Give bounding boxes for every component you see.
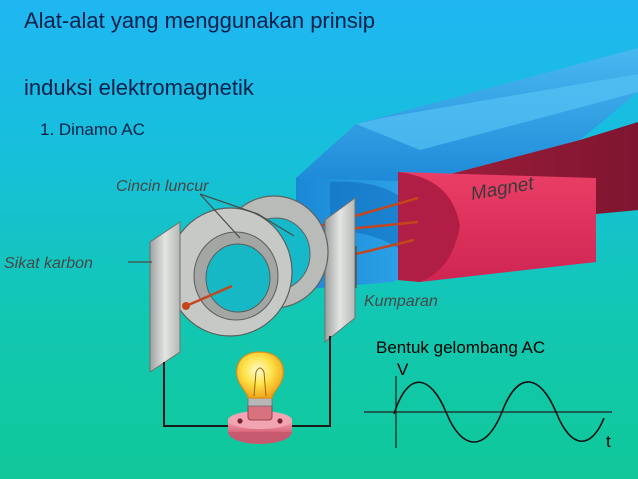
- waveform-title: Bentuk gelombang AC: [376, 338, 546, 357]
- lamp: [228, 351, 292, 444]
- slide-title-line-2: induksi elektromagnetik: [24, 75, 254, 100]
- ac-waveform-graph: [364, 376, 612, 448]
- slide-title-line-1: Alat-alat yang menggunakan prinsip: [24, 8, 376, 33]
- coil-label: Kumparan: [364, 293, 438, 310]
- slip-ring-label: Cincin luncur: [116, 178, 209, 195]
- sine-wave: [393, 381, 605, 443]
- carbon-brush-label: Sikat karbon: [4, 255, 93, 272]
- waveform-y-label: V: [397, 360, 409, 379]
- circuit-wire: [163, 336, 331, 427]
- section-heading: 1. Dinamo AC: [40, 120, 145, 139]
- slip-rings: [167, 195, 329, 337]
- magnet: Magnet: [296, 48, 638, 290]
- coil-contact-dot: [182, 302, 190, 310]
- waveform-x-label: t: [606, 432, 611, 451]
- carbon-brush-left: [149, 221, 181, 373]
- label-leader-lines: [128, 193, 357, 288]
- carbon-brush-right: [324, 197, 356, 344]
